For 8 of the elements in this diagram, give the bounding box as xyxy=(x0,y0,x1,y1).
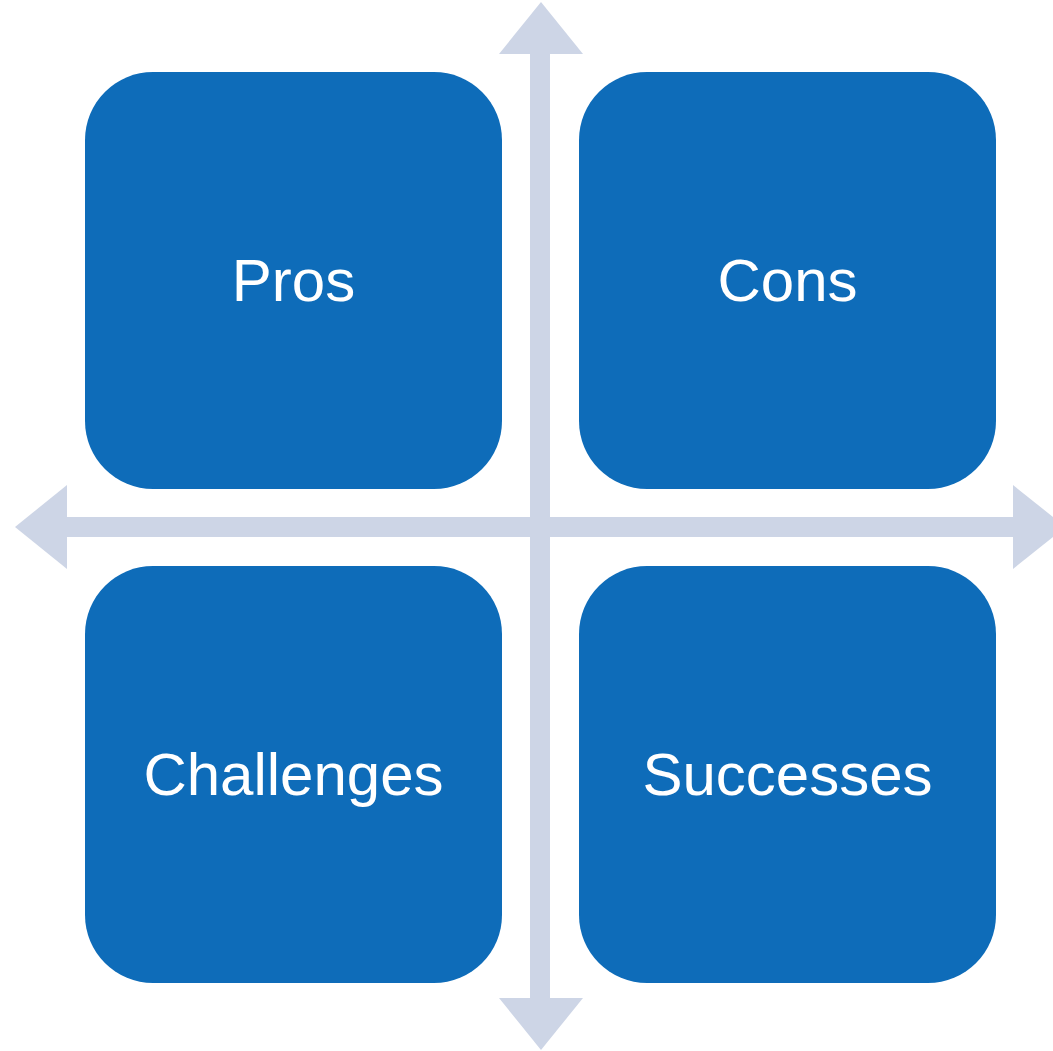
quadrant-box xyxy=(579,566,996,983)
quadrant-label: Pros xyxy=(231,250,356,311)
quadrant-label: Cons xyxy=(717,250,858,311)
quadrant-box xyxy=(85,566,502,983)
quadrant-box xyxy=(85,72,502,489)
quadrant-box xyxy=(579,72,996,489)
quadrant-label: Challenges xyxy=(143,744,444,805)
quadrant-label: Successes xyxy=(642,744,933,805)
